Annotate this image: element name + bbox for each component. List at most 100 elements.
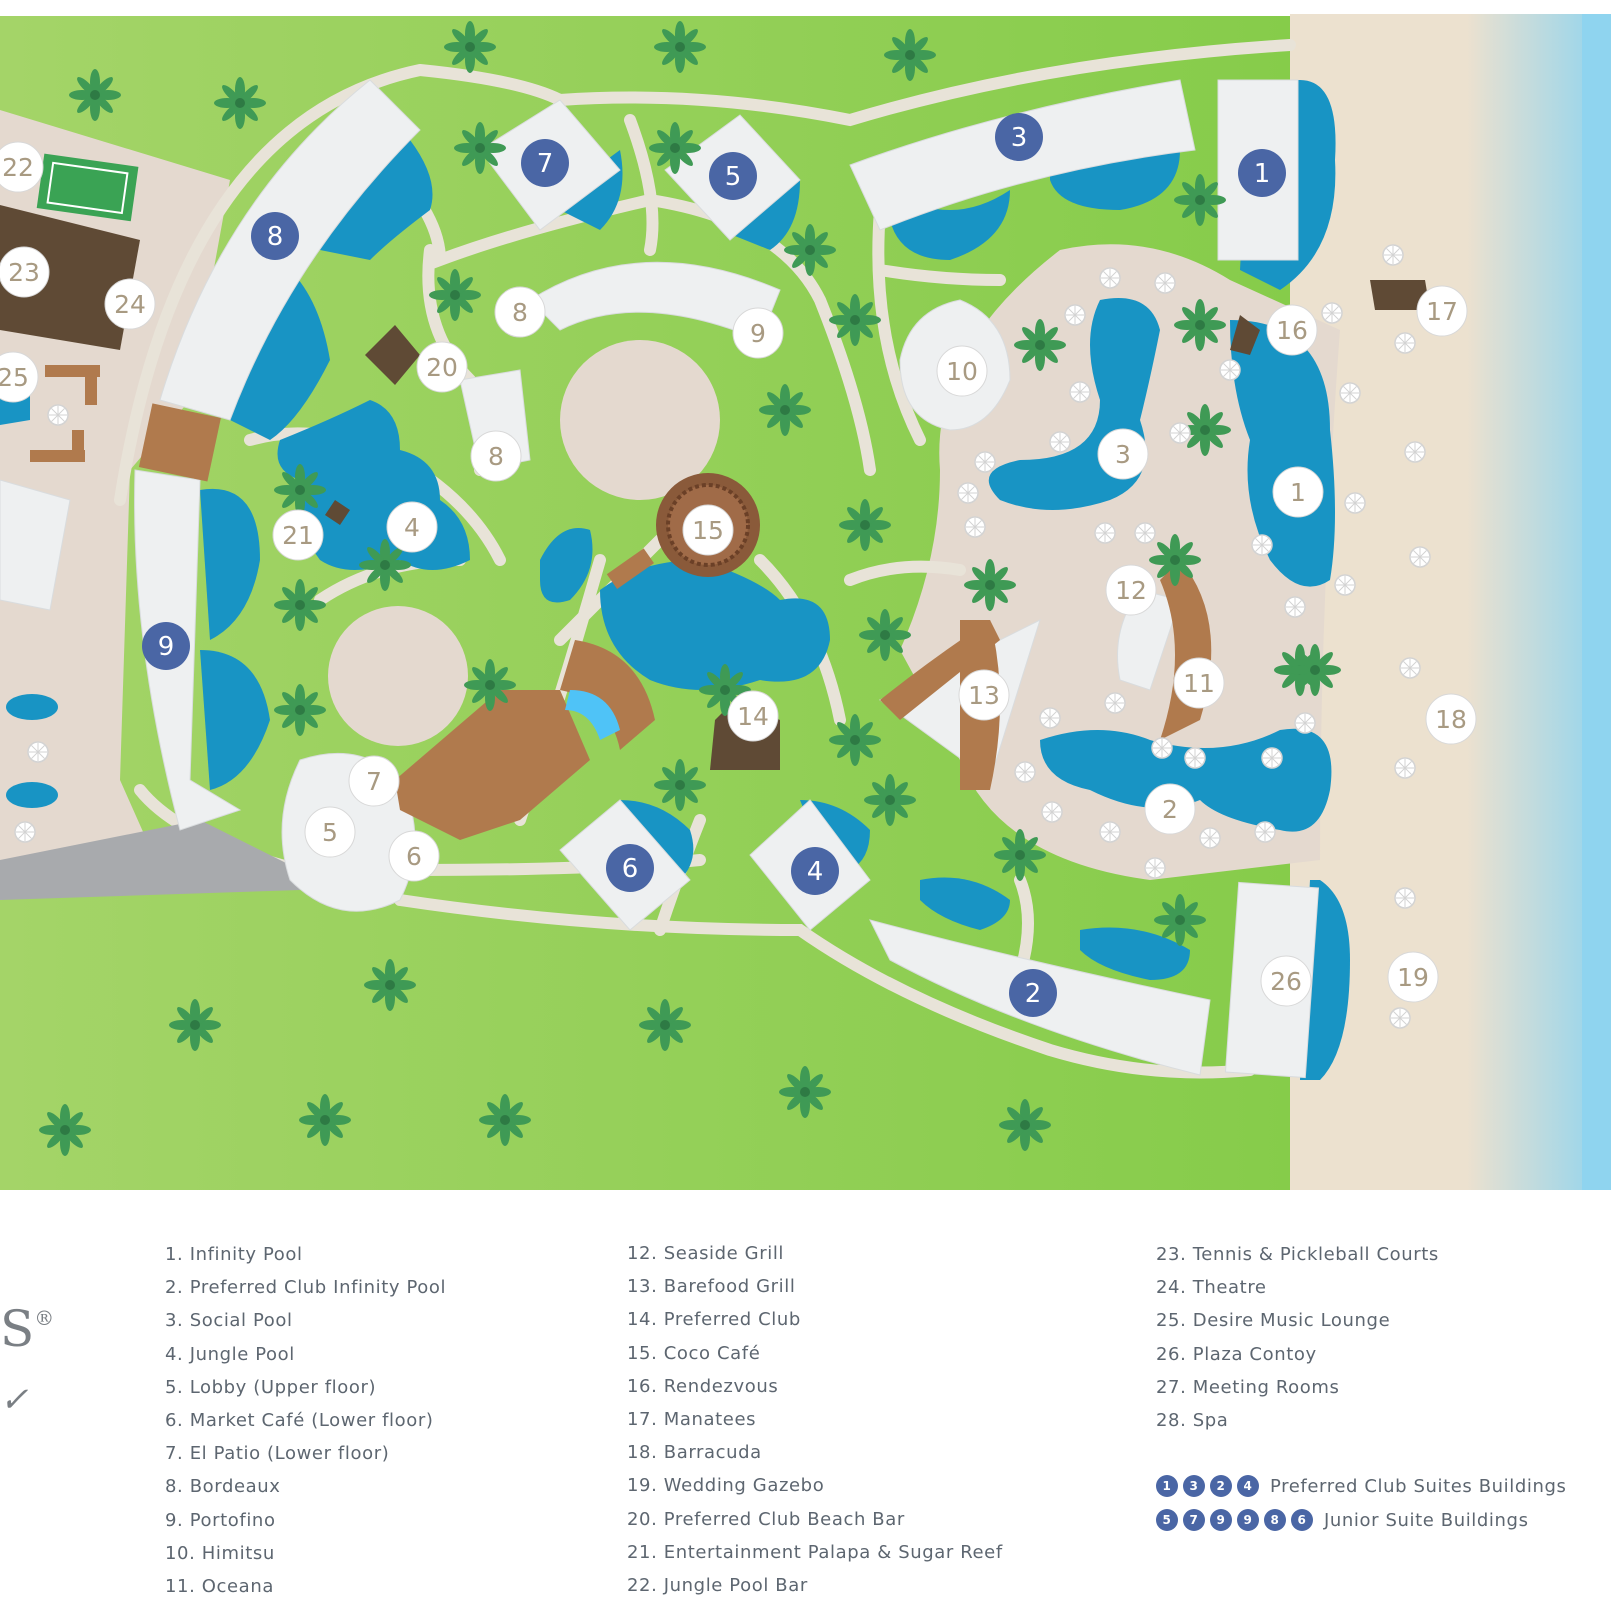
- umbrella-icon: [1294, 712, 1316, 734]
- legend-item: 9. Portofino: [165, 1509, 276, 1531]
- building-key-dot: 1: [1156, 1475, 1178, 1497]
- marker-label: 25: [0, 363, 29, 392]
- legend-item: 8. Bordeaux: [165, 1476, 281, 1498]
- umbrella-icon: [1409, 546, 1431, 568]
- umbrella-icon: [1154, 272, 1176, 294]
- legend-item: 19. Wedding Gazebo: [627, 1475, 825, 1497]
- umbrella-icon: [1099, 267, 1121, 289]
- entrance-road: [0, 820, 300, 900]
- umbrella-icon: [964, 516, 986, 538]
- building-key-dot: 6: [1291, 1509, 1313, 1531]
- marker-label: 12: [1115, 576, 1147, 605]
- umbrella-icon: [1261, 747, 1283, 769]
- tennis-court-icon: [36, 153, 139, 222]
- umbrella-icon: [1144, 857, 1166, 879]
- legend-item: 4. Jungle Pool: [165, 1343, 295, 1365]
- amenity-marker: 3: [1097, 428, 1149, 480]
- amenity-marker: 21: [272, 509, 324, 561]
- legend-item: 13. Barefood Grill: [627, 1276, 796, 1298]
- amenity-marker: 7: [348, 755, 400, 807]
- marker-label: 11: [1183, 669, 1215, 698]
- umbrella-icon: [1404, 441, 1426, 463]
- marker-label: 2: [1162, 795, 1178, 824]
- amenity-marker: 26: [1260, 955, 1312, 1007]
- building-marker: 9: [142, 622, 190, 670]
- amenity-marker: 11: [1173, 657, 1225, 709]
- brand-logo-partial: S®: [0, 1300, 54, 1358]
- umbrella-icon: [1094, 522, 1116, 544]
- umbrella-icon: [1251, 534, 1273, 556]
- marker-label: 22: [2, 153, 34, 182]
- registered-mark: ®: [34, 1306, 55, 1330]
- legend-item: 1. Infinity Pool: [165, 1244, 303, 1265]
- building-marker: 8: [251, 212, 299, 260]
- amenity-marker: 20: [416, 341, 468, 393]
- amenity-marker: 17: [1416, 285, 1468, 337]
- wood-decks: [30, 365, 1212, 840]
- umbrella-icon: [1064, 304, 1086, 326]
- legend-item: 3. Social Pool: [165, 1310, 293, 1332]
- legend-item: 22. Jungle Pool Bar: [627, 1574, 808, 1596]
- building-key-dot: 5: [1156, 1509, 1178, 1531]
- umbrella-icon: [1069, 381, 1091, 403]
- building-key-dot: 9: [1237, 1509, 1259, 1531]
- marker-label: 17: [1426, 297, 1458, 326]
- legend-item: 5. Lobby (Upper floor): [165, 1376, 377, 1398]
- amenity-marker: 6: [388, 830, 440, 882]
- legend-item: 7. El Patio (Lower floor): [165, 1443, 390, 1465]
- marker-label: 14: [737, 702, 769, 731]
- kids-splash-pool: [565, 690, 620, 740]
- legend-item: 21. Entertainment Palapa & Sugar Reef: [627, 1541, 1003, 1563]
- marker-label: 26: [1270, 967, 1302, 996]
- legend-item: 28. Spa: [1156, 1409, 1229, 1431]
- legend-item: 18. Barracuda: [627, 1442, 762, 1464]
- marker-label: 3: [1115, 440, 1131, 469]
- building-key-dot: 7: [1183, 1509, 1205, 1531]
- amenity-marker: 24: [104, 278, 156, 330]
- legend-item: 11. Oceana: [165, 1575, 274, 1597]
- marker-label: 6: [622, 854, 639, 884]
- building-marker: 2: [1009, 969, 1057, 1017]
- legend-item: 10. Himitsu: [165, 1542, 275, 1564]
- umbrella-icon: [1041, 801, 1063, 823]
- umbrella-icon: [1254, 821, 1276, 843]
- building-marker: 1: [1238, 149, 1286, 197]
- umbrella-icon: [1099, 821, 1121, 843]
- amenity-marker: 19: [1387, 951, 1439, 1003]
- marker-label: 13: [968, 681, 1000, 710]
- legend-item: 14. Preferred Club: [627, 1309, 801, 1331]
- legend-item: 20. Preferred Club Beach Bar: [627, 1508, 905, 1530]
- legend-item: 16. Rendezvous: [627, 1375, 779, 1397]
- marker-label: 4: [807, 857, 824, 887]
- umbrella-icon: [1104, 692, 1126, 714]
- building-key-dot: 2: [1210, 1475, 1232, 1497]
- amenity-marker: 15: [682, 504, 734, 556]
- amenity-marker: 22: [0, 141, 44, 193]
- marker-label: 7: [537, 149, 554, 179]
- umbrella-icon: [1199, 827, 1221, 849]
- umbrella-icon: [957, 482, 979, 504]
- umbrella-icon: [27, 741, 49, 763]
- building-key-label: Junior Suite Buildings: [1324, 1509, 1529, 1531]
- umbrella-icon: [14, 821, 36, 843]
- marker-label: 24: [114, 290, 146, 319]
- building-key-dot: 8: [1264, 1509, 1286, 1531]
- brand-letter: S: [0, 1300, 35, 1358]
- amenity-marker: 8: [470, 430, 522, 482]
- amenity-marker: 13: [958, 669, 1010, 721]
- umbrella-icon: [1321, 302, 1343, 324]
- marker-label: 9: [158, 632, 175, 662]
- legend-item: 23. Tennis & Pickleball Courts: [1156, 1244, 1439, 1265]
- amenity-marker: 12: [1105, 564, 1157, 616]
- umbrella-icon: [1334, 574, 1356, 596]
- umbrella-icon: [1382, 244, 1404, 266]
- umbrella-icon: [1049, 431, 1071, 453]
- umbrella-icon: [1394, 887, 1416, 909]
- amenity-marker: 9: [732, 307, 784, 359]
- marker-label: 15: [692, 516, 724, 545]
- umbrella-icon: [1039, 707, 1061, 729]
